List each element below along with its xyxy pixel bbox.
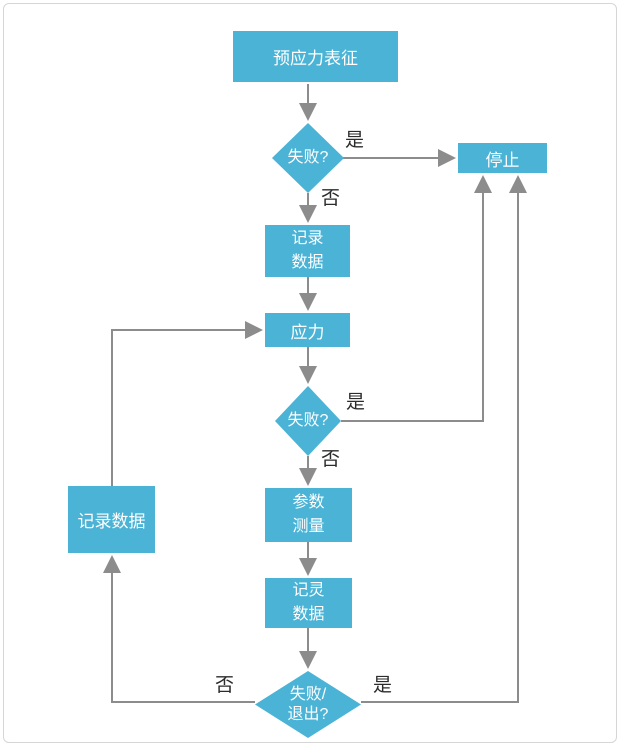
edge-decision2-yes-to-stop — [341, 175, 492, 422]
node-stop: 停止 — [458, 143, 547, 173]
node-stress: 应力 — [265, 313, 350, 347]
node-label-line2: 退出? — [287, 705, 329, 723]
node-label-line1: 失败/ — [289, 685, 327, 703]
node-label-line2: 数据 — [292, 606, 325, 623]
node-record-data-2: 记灵 数据 — [265, 578, 352, 628]
node-label-line1: 参数 — [292, 494, 325, 511]
node-label-line2: 数据 — [291, 254, 324, 271]
edge-label-yes-3: 是 — [373, 675, 393, 696]
node-label-line1: 记灵 — [292, 582, 325, 599]
node-label: 记录数据 — [77, 512, 146, 531]
node-record-data-left: 记录数据 — [68, 486, 155, 553]
node-label: 应力 — [290, 322, 325, 342]
edge-label-yes-1: 是 — [345, 130, 365, 151]
edge-decision3-yes-to-stop — [361, 175, 527, 703]
edge-label-no-2: 否 — [321, 449, 341, 470]
node-label: 失败? — [287, 149, 329, 166]
node-label: 失败? — [287, 412, 329, 429]
node-prestress-characterization: 预应力表征 — [233, 31, 398, 82]
node-label: 停止 — [485, 150, 520, 170]
node-record-data-1: 记录 数据 — [265, 225, 350, 277]
node-label: 预应力表征 — [273, 49, 358, 68]
node-label-line2: 测量 — [292, 518, 325, 535]
node-parameter-measurement: 参数 测量 — [265, 488, 352, 542]
node-label-line1: 记录 — [291, 230, 324, 247]
edge-label-no-3: 否 — [215, 675, 235, 696]
edge-label-no-1: 否 — [321, 188, 341, 209]
edge-decision3-no-to-recordleft — [103, 555, 255, 703]
edge-recordleft-to-stress — [111, 321, 263, 486]
edge-label-yes-2: 是 — [346, 392, 366, 413]
